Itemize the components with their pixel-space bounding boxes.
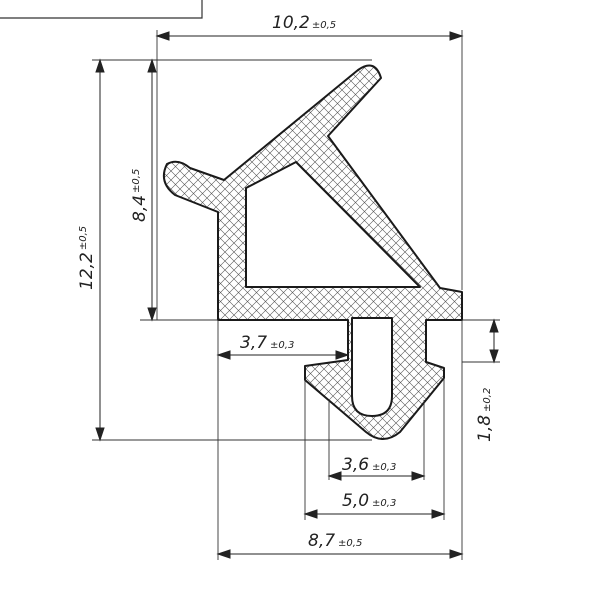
dim-left-offset: 3,7±0,3 <box>240 333 294 353</box>
dim-upper-height: 8,4±0,5 <box>130 169 150 222</box>
dim-inner-stem-width: 3,6±0,3 <box>342 455 396 475</box>
dimension-lines <box>95 31 499 559</box>
dim-outer-stem-width: 5,0±0,3 <box>342 491 396 511</box>
seal-profile-body <box>162 64 463 440</box>
dim-total-height: 12,2±0,5 <box>77 226 97 290</box>
dim-slot-height: 1,8±0,2 <box>475 388 495 442</box>
extension-lines <box>92 30 500 560</box>
frame-corner-line <box>0 0 203 19</box>
dim-overall-width: 10,2±0,5 <box>272 13 336 33</box>
dim-base-width: 8,7±0,5 <box>308 531 362 551</box>
